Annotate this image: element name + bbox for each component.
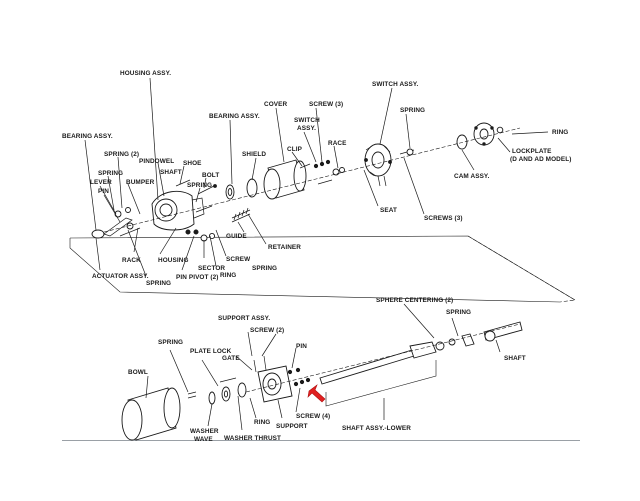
label-screw-3-top: SCREW (3) [309, 101, 343, 108]
label-sector: SECTOR [198, 265, 225, 272]
upper-panel-outline [69, 235, 576, 303]
label-shaft-assy-lower: SHAFT ASSY.-LOWER [342, 425, 411, 432]
label-clip: CLIP [287, 146, 303, 153]
label-seat: SEAT [380, 207, 397, 214]
label-bearing-assy-mid: BEARING ASSY. [209, 113, 260, 120]
label-wave: WAVE [194, 436, 213, 443]
label-retainer: RETAINER [268, 244, 301, 251]
label-plate-lock: PLATE LOCK [190, 348, 232, 355]
label-shield: SHIELD [242, 151, 266, 158]
red-arrow-marker-icon [307, 384, 326, 403]
lower-parts [121, 321, 523, 441]
label-ring-top: RING [552, 129, 568, 136]
part-labels: HOUSING ASSY. BEARING ASSY. SPRING (2) P… [62, 70, 571, 443]
label-washer-thrust: WASHER THRUST [224, 435, 281, 442]
label-rack: RACK [122, 257, 141, 264]
label-spring-2: SPRING (2) [104, 151, 139, 158]
upper-leader-lines [84, 77, 549, 277]
label-bolt: BOLT [202, 172, 219, 179]
label-switch-assy: SWITCH ASSY. [372, 81, 419, 88]
label-actuator-assy: ACTUATOR ASSY. [92, 273, 149, 280]
label-spring-top: SPRING [400, 107, 425, 114]
label-bowl: BOWL [128, 369, 148, 376]
label-shaft-right: SHAFT [504, 355, 526, 362]
label-shaft: SHAFT [160, 169, 182, 176]
upper-parts [91, 122, 521, 242]
label-washer: WASHER [190, 428, 219, 435]
label-lever: LEVER [90, 179, 112, 186]
label-screws-3: SCREWS (3) [424, 215, 463, 222]
label-sphere-centering: SPHERE CENTERING (2) [376, 297, 453, 304]
label-guide: GUIDE [226, 233, 247, 240]
label-gate: GATE [222, 355, 240, 362]
label-shoe: SHOE [183, 160, 202, 167]
label-lockplate: LOCKPLATE [512, 148, 552, 155]
label-switch-small: SWITCH [294, 117, 320, 124]
label-ring-bottom: RING [254, 419, 270, 426]
label-screw-mid: SCREW [226, 256, 251, 263]
label-cam-assy: CAM ASSY. [454, 173, 490, 180]
label-support: SUPPORT [276, 423, 308, 430]
label-spring-sphere: SPRING [446, 309, 471, 316]
label-bumper: BUMPER [126, 179, 155, 186]
label-cover: COVER [264, 101, 288, 108]
label-pin-pivot: PIN PIVOT (2) [176, 274, 219, 281]
label-spring-bottom-mid: SPRING [252, 265, 277, 272]
label-housing-assy: HOUSING ASSY. [120, 70, 171, 77]
label-lockplate-note: (D AND AD MODEL) [510, 156, 571, 163]
lower-leader-lines [145, 303, 501, 431]
label-screw-2: SCREW (2) [250, 327, 284, 334]
label-housing: HOUSING [158, 257, 189, 264]
label-spring-mid: SPRING [187, 182, 212, 189]
label-support-assy: SUPPORT ASSY. [218, 315, 270, 322]
label-pin-left: PIN [98, 188, 109, 195]
label-pindowel: PINDOWEL [139, 158, 174, 165]
label-spring-bowl: SPRING [158, 339, 183, 346]
label-switch-small-assy: ASSY. [297, 125, 316, 132]
label-spring-act: SPRING [146, 280, 171, 287]
label-pin-support: PIN [296, 343, 307, 350]
label-bearing-assy-left: BEARING ASSY. [62, 133, 113, 140]
label-race: RACE [328, 140, 347, 147]
label-ring-mid: RING [220, 272, 236, 279]
label-spring-lever: SPRING [98, 170, 123, 177]
label-screw-4: SCREW (4) [296, 413, 330, 420]
